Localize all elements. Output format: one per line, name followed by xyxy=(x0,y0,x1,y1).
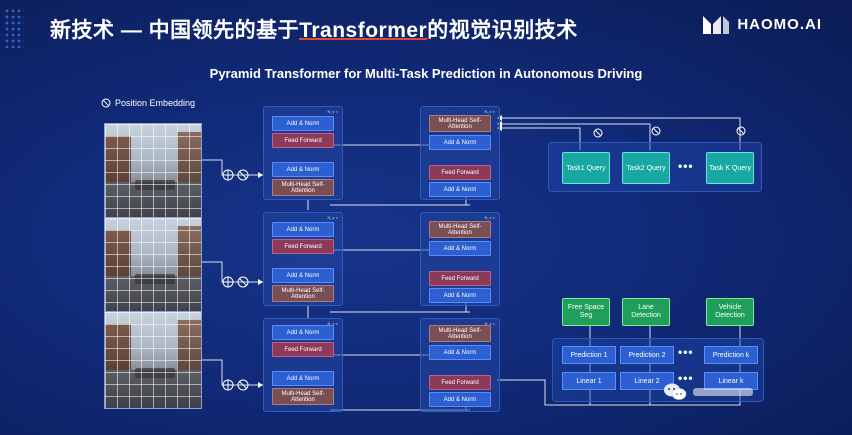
encoder-nx-label: N_x × xyxy=(327,215,338,220)
linear-2: Linear 2 xyxy=(620,372,674,390)
position-embedding-icon xyxy=(101,98,111,108)
encoder-add-norm: Add & Norm xyxy=(272,371,334,386)
watermark-text-blur xyxy=(693,388,753,396)
output-lane-detection: Lane Detection xyxy=(622,298,670,326)
title-highlight: Transformer xyxy=(299,19,428,42)
encoder-add-norm: Add & Norm xyxy=(272,325,334,340)
decoder-self-attention: Multi-Head Self-Attention xyxy=(429,221,491,238)
encoder-self-attention: Multi-Head Self-Attention xyxy=(272,179,334,196)
decoder-stage-1: N_x × Multi-Head Self-Attention Add & No… xyxy=(420,106,500,200)
encoder-stage-3: N_x × Add & Norm Feed Forward Add & Norm… xyxy=(263,318,343,412)
decoder-add-norm: Add & Norm xyxy=(429,288,491,303)
linear-1: Linear 1 xyxy=(562,372,616,390)
decoder-feed-forward: Feed Forward xyxy=(429,375,491,390)
output-free-space-seg: Free Space Seg xyxy=(562,298,610,326)
position-embedding-legend: Position Embedding xyxy=(101,98,195,108)
logo-text: HAOMO.AI xyxy=(737,15,822,33)
prediction-1: Prediction 1 xyxy=(562,346,616,364)
camera-image-1 xyxy=(104,123,202,221)
title-prefix: 新技术 — 中国领先的基于 xyxy=(50,19,300,42)
prediction-k: Prediction k xyxy=(704,346,758,364)
encoder-feed-forward: Feed Forward xyxy=(272,133,334,148)
task-query-2: Task2 Query xyxy=(622,152,670,184)
task-query-k: Task K Query xyxy=(706,152,754,184)
camera-image-3 xyxy=(104,311,202,409)
encoder-stage-2: N_x × Add & Norm Feed Forward Add & Norm… xyxy=(263,212,343,306)
decoder-self-attention: Multi-Head Self-Attention xyxy=(429,115,491,132)
encoder-stage-1: N_x × Add & Norm Feed Forward Add & Norm… xyxy=(263,106,343,200)
decoder-stage-3: N_x × Multi-Head Self-Attention Add & No… xyxy=(420,318,500,412)
position-embedding-label: Position Embedding xyxy=(115,98,196,108)
decoder-self-attention: Multi-Head Self-Attention xyxy=(429,325,491,342)
haomo-logo-icon xyxy=(703,16,730,34)
wechat-icon xyxy=(664,383,687,400)
decoder-add-norm: Add & Norm xyxy=(429,345,491,360)
encoder-add-norm: Add & Norm xyxy=(272,162,334,177)
decoder-feed-forward: Feed Forward xyxy=(429,271,491,286)
decoder-nx-label: N_x × xyxy=(484,321,495,326)
camera-image-2 xyxy=(104,217,202,315)
page-title: 新技术 — 中国领先的基于Transformer的视觉识别技术 xyxy=(50,14,578,44)
query-ellipsis: ••• xyxy=(678,159,694,173)
decoder-add-norm: Add & Norm xyxy=(429,135,491,150)
decoder-nx-label: N_x × xyxy=(484,215,495,220)
watermark xyxy=(663,382,753,402)
task-query-1: Task1 Query xyxy=(562,152,610,184)
title-suffix: 的视觉识别技术 xyxy=(427,19,578,42)
decoder-stage-2: N_x × Multi-Head Self-Attention Add & No… xyxy=(420,212,500,306)
encoder-add-norm: Add & Norm xyxy=(272,268,334,283)
prediction-2: Prediction 2 xyxy=(620,346,674,364)
encoder-self-attention: Multi-Head Self-Attention xyxy=(272,285,334,302)
prediction-ellipsis: ••• xyxy=(678,345,694,359)
decoder-add-norm: Add & Norm xyxy=(429,241,491,256)
decoder-add-norm: Add & Norm xyxy=(429,392,491,407)
encoder-feed-forward: Feed Forward xyxy=(272,342,334,357)
decorative-dots xyxy=(4,8,24,48)
encoder-add-norm: Add & Norm xyxy=(272,116,334,131)
decoder-add-norm: Add & Norm xyxy=(429,182,491,197)
encoder-nx-label: N_x × xyxy=(327,321,338,326)
decoder-nx-label: N_x × xyxy=(484,109,495,114)
encoder-nx-label: N_x × xyxy=(327,109,338,114)
diagram-title: Pyramid Transformer for Multi-Task Predi… xyxy=(209,66,643,81)
output-vehicle-detection: Vehicle Detection xyxy=(706,298,754,326)
encoder-feed-forward: Feed Forward xyxy=(272,239,334,254)
linear-ellipsis: ••• xyxy=(678,371,694,385)
encoder-self-attention: Multi-Head Self-Attention xyxy=(272,388,334,405)
decoder-feed-forward: Feed Forward xyxy=(429,165,491,180)
logo: HAOMO.AI xyxy=(701,12,822,36)
encoder-add-norm: Add & Norm xyxy=(272,222,334,237)
